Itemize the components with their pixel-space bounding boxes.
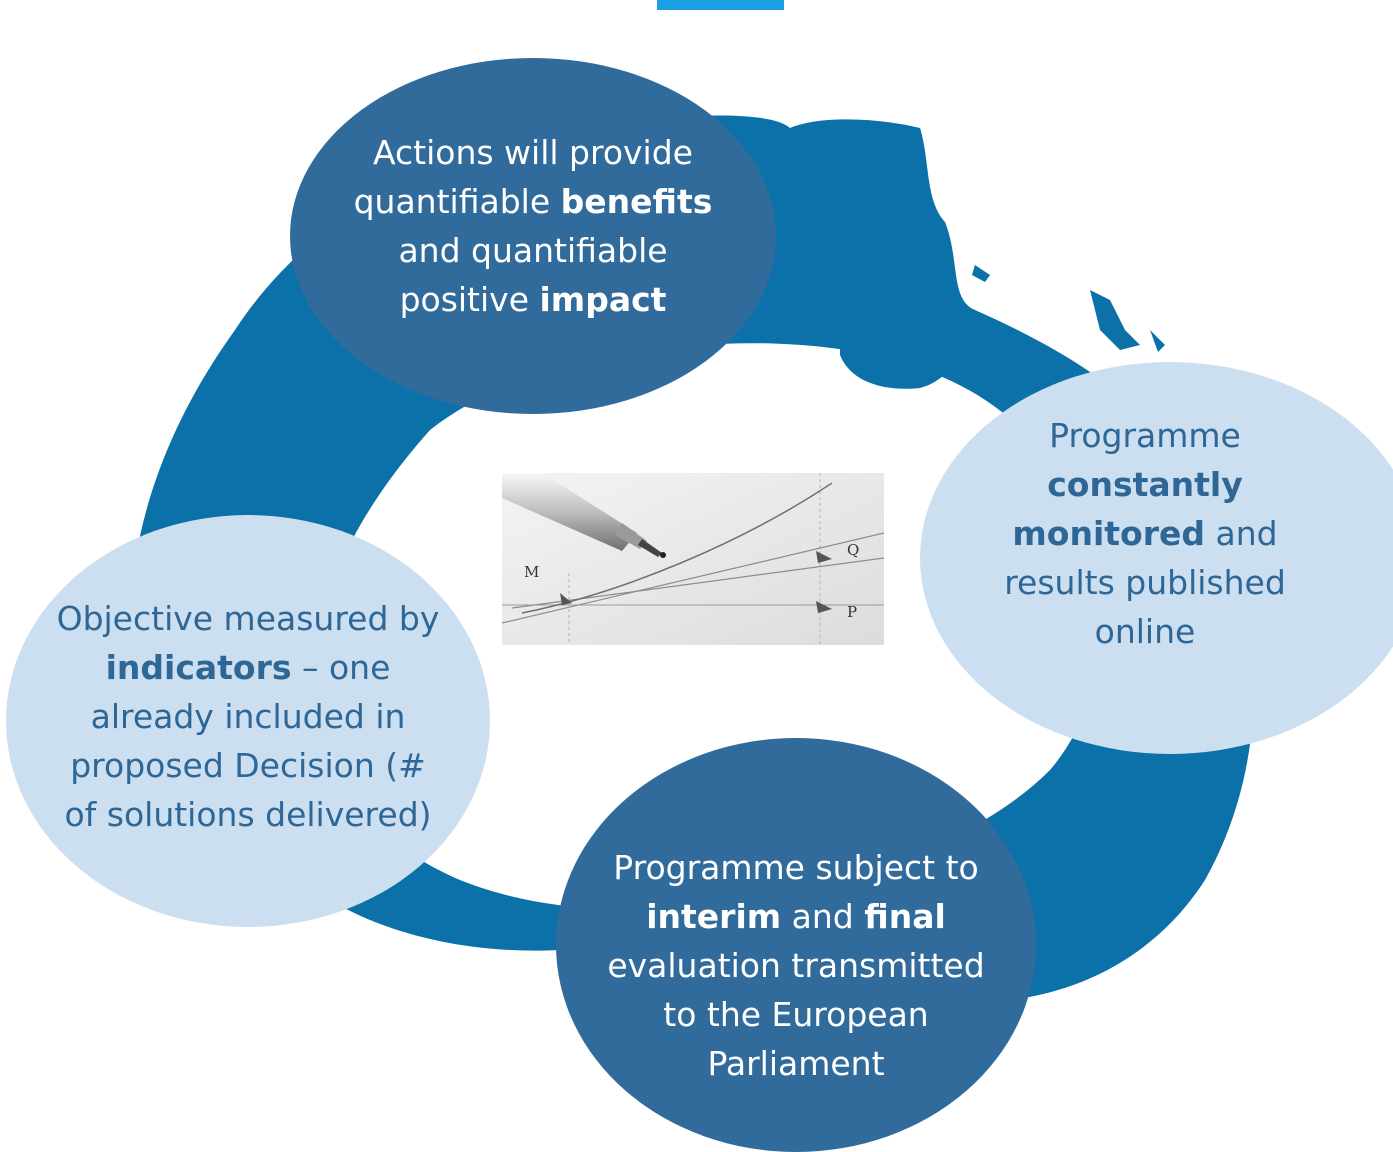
node-interim-final-evaluation: Programme subject to interim and final e… <box>556 738 1036 1152</box>
text-part-bold: indicators <box>105 647 292 687</box>
text-part: Actions will provide quantifiable <box>353 133 693 221</box>
pen-graph-illustration: M Q P <box>502 473 884 645</box>
node-objective-indicators: Objective measured by indicators – one a… <box>6 515 490 927</box>
text-part-bold: impact <box>539 280 667 319</box>
graph-label-m: M <box>524 563 539 581</box>
text-part: Objective measured by <box>56 598 440 638</box>
text-part: – one already included in proposed Decis… <box>64 647 432 834</box>
pen-on-graph-image: M Q P <box>502 473 884 645</box>
text-part: Programme subject to <box>613 847 979 887</box>
text-part: and results published online <box>1004 513 1286 651</box>
text-part: and <box>781 896 865 936</box>
graph-label-p: P <box>847 603 857 621</box>
text-part-bold: interim <box>646 896 782 936</box>
node-text: Programme subject to interim and final e… <box>606 843 986 1088</box>
text-part: Programme <box>1049 415 1241 455</box>
text-part-bold: constantly monitored <box>1012 464 1243 553</box>
node-text: Objective measured by indicators – one a… <box>56 594 440 839</box>
text-part: and quantifiable positive <box>398 231 668 319</box>
text-part-bold: benefits <box>560 182 713 221</box>
node-text: Actions will provide quantifiable benefi… <box>340 128 726 324</box>
graph-label-q: Q <box>847 541 859 559</box>
node-constantly-monitored: Programme constantly monitored and resul… <box>920 362 1393 754</box>
text-part: evaluation transmitted to the European P… <box>607 945 985 1083</box>
pen-icon <box>502 473 666 558</box>
node-text: Programme constantly monitored and resul… <box>960 411 1330 656</box>
node-quantifiable-benefits: Actions will provide quantifiable benefi… <box>290 58 776 414</box>
top-accent-bar <box>657 0 784 10</box>
text-part-bold: final <box>864 896 946 936</box>
